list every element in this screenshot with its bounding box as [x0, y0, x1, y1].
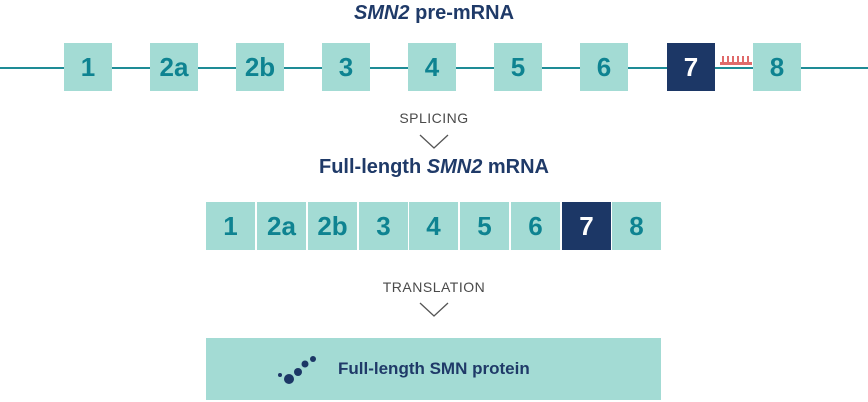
pre-mrna-exon-7: 7	[667, 43, 715, 91]
pre-mrna-title-rest: pre-mRNA	[409, 2, 515, 24]
mrna-gene-name: SMN2	[426, 156, 483, 178]
protein-box	[206, 338, 661, 400]
pre-mrna-exon-2b: 2b	[236, 43, 284, 91]
mrna-title: Full-length SMN2 mRNA	[0, 156, 868, 179]
pre-mrna-exon-4: 4	[408, 43, 456, 91]
protein-chain-icon	[278, 356, 316, 384]
mrna-exon-8: 8	[612, 202, 661, 250]
mrna-exon-3: 3	[359, 202, 408, 250]
chevron-down-icon	[419, 134, 449, 149]
mrna-exon-2b: 2b	[308, 202, 357, 250]
mrna-title-prefix: Full-length	[318, 156, 427, 178]
mrna-exon-2a: 2a	[257, 202, 306, 250]
pre-mrna-gene-name: SMN2	[353, 2, 410, 24]
translation-label: TRANSLATION	[382, 279, 486, 295]
chevron-down-icon	[419, 302, 449, 317]
pre-mrna-exon-8: 8	[753, 43, 801, 91]
pre-mrna-exon-5: 5	[494, 43, 542, 91]
mrna-exon-6: 6	[511, 202, 560, 250]
splicing-label: SPLICING	[399, 110, 469, 126]
pre-mrna-exon-3: 3	[322, 43, 370, 91]
mrna-exon-5: 5	[460, 202, 509, 250]
protein-label: Full-length SMN protein	[338, 359, 530, 378]
mrna-title-suffix: mRNA	[482, 156, 549, 178]
pre-mrna-exon-2a: 2a	[150, 43, 198, 91]
pre-mrna-exon-6: 6	[580, 43, 628, 91]
mrna-exon-1: 1	[206, 202, 255, 250]
mrna-exon-7: 7	[562, 202, 611, 250]
mrna-exon-4: 4	[409, 202, 458, 250]
pre-mrna-title: SMN2 pre-mRNA	[0, 2, 868, 25]
pre-mrna-exon-1: 1	[64, 43, 112, 91]
antisense-oligo-icon	[720, 56, 752, 65]
